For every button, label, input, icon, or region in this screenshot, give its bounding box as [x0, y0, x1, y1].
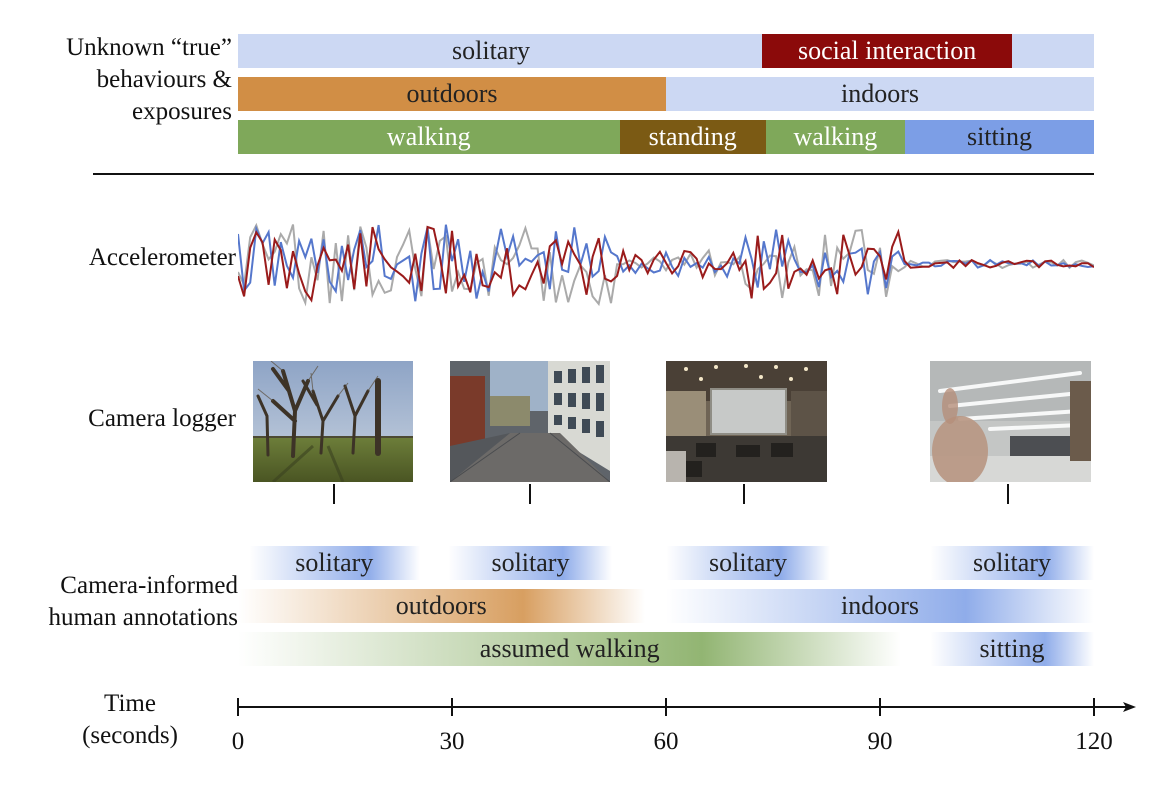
annotation-social-segment: solitary	[448, 546, 613, 580]
annotation-social-segment: solitary	[929, 546, 1094, 580]
truth-activity-segment: walking	[238, 120, 620, 154]
truth-activity-segment: standing	[619, 120, 766, 154]
accelerometer-axis-trace	[238, 225, 1094, 303]
camera-tick-campus-walkway	[529, 484, 532, 504]
annotation-activity-segment: sitting	[929, 632, 1094, 666]
time-axis-tick-label: 0	[231, 728, 245, 755]
camera-image-park-trees	[253, 361, 413, 482]
accelerometer-axis-trace	[238, 224, 1094, 302]
camera-image-office-hand	[930, 361, 1091, 482]
truth-social-segment: social interaction	[762, 34, 1012, 68]
annotations-label: Camera-informed human annotations	[48, 572, 238, 631]
camera-tick-atrium-lobby	[743, 484, 746, 504]
time-axis	[237, 698, 1136, 716]
accelerometer-trace	[238, 222, 1094, 307]
camera-tick-park-trees	[333, 484, 336, 504]
truth-location-segment: indoors	[666, 77, 1094, 111]
camera-logger-label: Camera logger	[88, 405, 236, 432]
time-axis-tick-label: 90	[867, 728, 893, 755]
annotation-social-segment: solitary	[248, 546, 420, 580]
time-axis-tick-label: 120	[1075, 728, 1113, 755]
section-divider	[93, 173, 1094, 175]
annotation-social-segment: solitary	[666, 546, 831, 580]
time-axis-label: Time (seconds)	[82, 690, 178, 749]
truth-row-label: Unknown “true” behaviours & exposures	[66, 34, 232, 125]
annotation-location-segment: outdoors	[238, 589, 645, 623]
camera-tick-office-hand	[1007, 484, 1010, 504]
annotation-location-segment: indoors	[666, 589, 1094, 623]
camera-image-campus-walkway	[450, 361, 610, 482]
camera-image-atrium-lobby	[666, 361, 827, 482]
time-axis-tick-label: 60	[653, 728, 679, 755]
truth-activity-segment: walking	[765, 120, 905, 154]
annotation-activity-segment: assumed walking	[238, 632, 902, 666]
truth-activity-segment: sitting	[904, 120, 1094, 154]
time-axis-arrowhead	[1123, 702, 1136, 712]
time-axis-tick-label: 30	[439, 728, 465, 755]
accelerometer-label: Accelerometer	[88, 244, 236, 271]
truth-location-segment: outdoors	[238, 77, 666, 111]
